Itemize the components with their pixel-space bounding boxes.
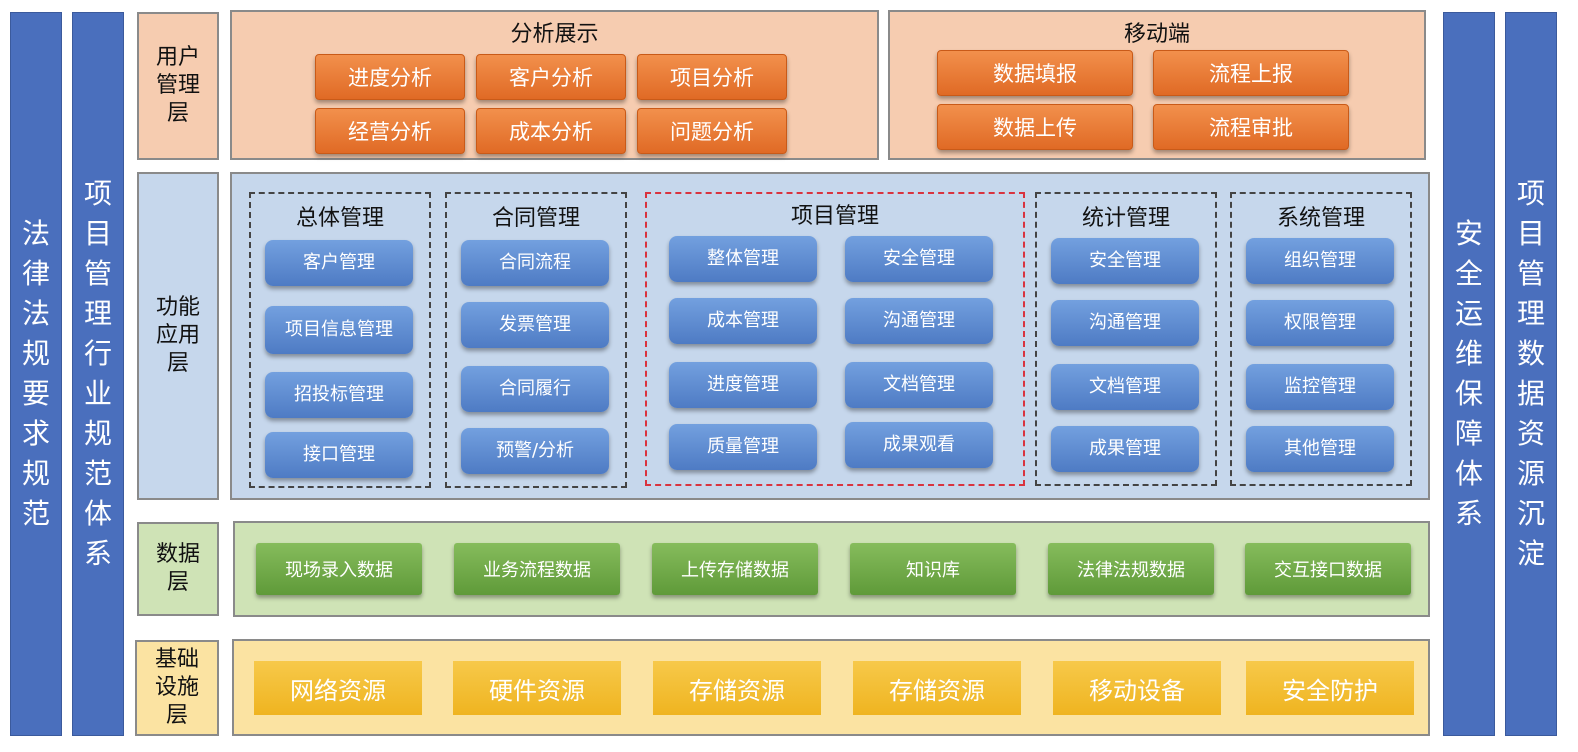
analysis-button[interactable]: 经营分析 [315,108,465,154]
contract-button[interactable]: 合同流程 [461,240,609,286]
system-button[interactable]: 监控管理 [1246,364,1394,410]
mobile-button[interactable]: 流程上报 [1153,50,1349,96]
group-statistics: 统计管理 安全管理 沟通管理 文档管理 成果管理 [1035,192,1217,486]
infra-button[interactable]: 硬件资源 [453,661,621,715]
data-button[interactable]: 知识库 [850,543,1016,595]
statistics-button[interactable]: 成果管理 [1051,426,1199,472]
infra-panel: 网络资源 硬件资源 存储资源 存储资源 移动设备 安全防护 [232,639,1430,736]
group-title: 系统管理 [1276,206,1365,231]
layer-label-user: 用户管理层 [137,12,219,160]
mobile-button[interactable]: 数据填报 [937,50,1133,96]
contract-button[interactable]: 发票管理 [461,302,609,348]
group-title: 总体管理 [295,206,384,231]
group-title: 统计管理 [1081,206,1170,231]
infra-button[interactable]: 存储资源 [853,661,1021,715]
infra-button[interactable]: 网络资源 [254,661,422,715]
analysis-button[interactable]: 客户分析 [476,54,626,100]
project-button[interactable]: 沟通管理 [845,298,993,344]
project-button[interactable]: 质量管理 [669,424,817,470]
pillar-legal-regulations: 法律法规要求规范 [10,12,62,736]
system-button[interactable]: 权限管理 [1246,300,1394,346]
project-button[interactable]: 进度管理 [669,362,817,408]
general-button[interactable]: 客户管理 [265,240,413,286]
pillar-security-ops: 安全运维保障体系 [1443,12,1495,736]
layer-label-function: 功能应用层 [137,172,219,500]
layer-label-text: 基础设施层 [154,647,199,728]
group-title: 项目管理 [790,204,879,229]
general-button[interactable]: 招投标管理 [265,372,413,418]
data-button[interactable]: 业务流程数据 [454,543,620,595]
pillar-industry-standards: 项目管理行业规范体系 [72,12,124,736]
group-project: 项目管理 整体管理 成本管理 进度管理 质量管理 安全管理 沟通管理 文档管理 … [645,192,1025,486]
layer-label-text: 功能应用层 [155,295,200,376]
mobile-button[interactable]: 流程审批 [1153,104,1349,150]
pillar-label: 项目管理数据资源沉淀 [1516,177,1545,570]
general-button[interactable]: 项目信息管理 [265,306,413,354]
layer-label-text: 数据层 [155,542,200,595]
mobile-panel: 移动端 数据填报 流程上报 数据上传 流程审批 [888,10,1426,160]
project-button[interactable]: 文档管理 [845,362,993,408]
pillar-label: 安全运维保障体系 [1454,217,1483,530]
data-button[interactable]: 现场录入数据 [256,543,422,595]
data-panel: 现场录入数据 业务流程数据 上传存储数据 知识库 法律法规数据 交互接口数据 [233,521,1430,617]
layer-label-data: 数据层 [137,522,219,616]
layer-label-text: 用户管理层 [155,45,200,126]
analysis-button[interactable]: 问题分析 [637,108,787,154]
pillar-label: 法律法规要求规范 [21,217,50,530]
pillar-label: 项目管理行业规范体系 [83,177,112,570]
general-button[interactable]: 接口管理 [265,432,413,478]
data-button[interactable]: 上传存储数据 [652,543,818,595]
project-button[interactable]: 成本管理 [669,298,817,344]
contract-button[interactable]: 预警/分析 [461,428,609,474]
mobile-title: 移动端 [1123,22,1190,47]
analysis-button[interactable]: 项目分析 [637,54,787,100]
statistics-button[interactable]: 沟通管理 [1051,300,1199,346]
system-button[interactable]: 组织管理 [1246,238,1394,284]
statistics-button[interactable]: 安全管理 [1051,238,1199,284]
project-button[interactable]: 安全管理 [845,236,993,282]
data-button[interactable]: 交互接口数据 [1245,543,1411,595]
project-button[interactable]: 整体管理 [669,236,817,282]
function-panel: 总体管理 客户管理 项目信息管理 招投标管理 接口管理 合同管理 合同流程 发票… [230,172,1430,500]
project-button[interactable]: 成果观看 [845,422,993,468]
system-button[interactable]: 其他管理 [1246,426,1394,472]
analysis-button[interactable]: 成本分析 [476,108,626,154]
layer-label-infra: 基础设施层 [135,640,219,736]
group-title: 合同管理 [491,206,580,231]
pillar-data-resources: 项目管理数据资源沉淀 [1505,12,1557,736]
data-button[interactable]: 法律法规数据 [1048,543,1214,595]
group-contract: 合同管理 合同流程 发票管理 合同履行 预警/分析 [445,192,627,488]
contract-button[interactable]: 合同履行 [461,366,609,412]
group-general: 总体管理 客户管理 项目信息管理 招投标管理 接口管理 [249,192,431,488]
analysis-button[interactable]: 进度分析 [315,54,465,100]
mobile-button[interactable]: 数据上传 [937,104,1133,150]
analysis-title: 分析展示 [510,22,599,47]
group-system: 系统管理 组织管理 权限管理 监控管理 其他管理 [1230,192,1412,486]
statistics-button[interactable]: 文档管理 [1051,364,1199,410]
analysis-panel: 分析展示 进度分析 客户分析 项目分析 经营分析 成本分析 问题分析 [230,10,879,160]
infra-button[interactable]: 存储资源 [653,661,821,715]
infra-button[interactable]: 安全防护 [1246,661,1414,715]
infra-button[interactable]: 移动设备 [1053,661,1221,715]
